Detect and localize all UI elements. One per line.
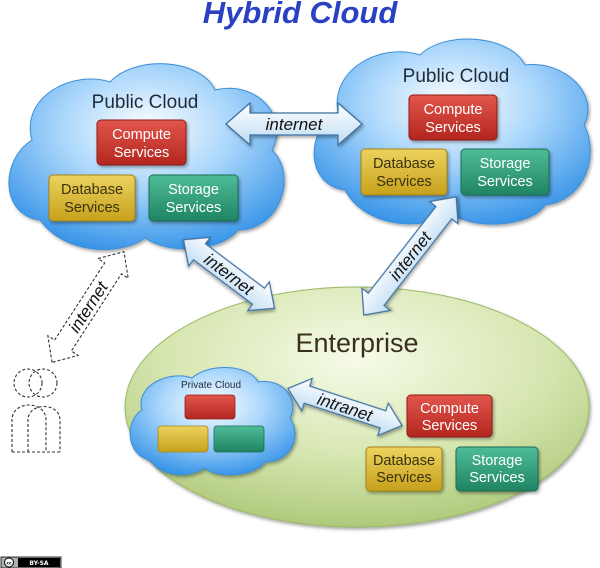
cc-icon: cc bbox=[6, 562, 12, 567]
arrow-left-enterprise-label: internet bbox=[200, 250, 258, 300]
arrow-top-label: internet bbox=[266, 115, 324, 134]
left-database-line2: Services bbox=[64, 200, 120, 216]
arrow-right-enterprise-label: internet bbox=[385, 227, 436, 284]
enterprise-database-box bbox=[365, 446, 443, 492]
license-badge: cc BY-SA bbox=[0, 556, 62, 568]
enterprise-compute-line1: Compute bbox=[420, 401, 479, 417]
enterprise-storage-box bbox=[455, 446, 539, 492]
left-compute-line2: Services bbox=[114, 145, 170, 161]
enterprise-compute-line2: Services bbox=[422, 418, 478, 434]
left-storage-line1: Storage bbox=[168, 182, 219, 198]
arrow-user-internet: internet bbox=[47, 250, 129, 364]
user-people-icon bbox=[11, 368, 61, 453]
license-label: BY-SA bbox=[29, 560, 49, 567]
diagram-title: Hybrid Cloud bbox=[203, 0, 399, 30]
left-database-box bbox=[48, 174, 136, 222]
left-database-line1: Database bbox=[61, 182, 123, 198]
right-compute-line1: Compute bbox=[424, 102, 483, 118]
enterprise-storage-line1: Storage bbox=[472, 453, 523, 469]
private-database-block bbox=[157, 425, 209, 453]
left-storage-line2: Services bbox=[166, 200, 222, 216]
left-storage-box bbox=[148, 174, 239, 222]
enterprise-label: Enterprise bbox=[295, 328, 418, 358]
private-storage-block bbox=[213, 425, 265, 453]
arrow-top-internet bbox=[225, 101, 363, 147]
public-cloud-right-label: Public Cloud bbox=[403, 66, 510, 87]
arrow-user-label: internet bbox=[65, 277, 113, 336]
right-database-line2: Services bbox=[376, 174, 432, 190]
private-cloud-label: Private Cloud bbox=[181, 380, 241, 391]
right-storage-box bbox=[460, 148, 550, 196]
private-compute-block bbox=[184, 394, 236, 420]
public-cloud-left-label: Public Cloud bbox=[92, 92, 199, 113]
left-compute-box bbox=[96, 119, 187, 166]
right-database-line1: Database bbox=[373, 156, 435, 172]
enterprise-database-line2: Services bbox=[376, 470, 432, 486]
right-storage-line1: Storage bbox=[480, 156, 531, 172]
enterprise-storage-line2: Services bbox=[469, 470, 525, 486]
enterprise-database-line1: Database bbox=[373, 453, 435, 469]
enterprise-compute-box bbox=[406, 394, 493, 438]
right-compute-box bbox=[408, 94, 498, 141]
left-compute-line1: Compute bbox=[112, 127, 171, 143]
right-storage-line2: Services bbox=[477, 174, 533, 190]
right-database-box bbox=[360, 148, 448, 196]
right-compute-line2: Services bbox=[425, 120, 481, 136]
